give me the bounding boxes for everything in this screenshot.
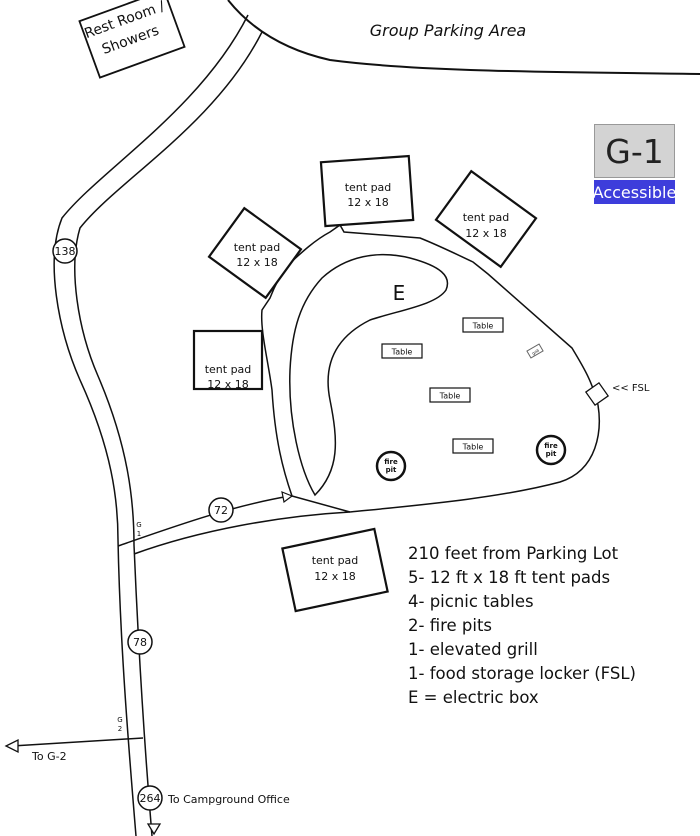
tent-pad-5-label: tent pad [312,554,359,567]
marker-72: 72 [208,497,234,523]
arrow-to-g2 [4,738,19,754]
main-trail-left-edge [53,14,249,836]
grill: grill [526,343,544,359]
svg-text:264: 264 [140,792,161,805]
tent-pad-2 [319,154,415,228]
table-4: Table [452,438,494,454]
site-id-badge: G-1 [594,124,675,178]
tent-pad-4-size: 12 x 18 [207,378,249,391]
legend-item: 1- food storage locker (FSL) [408,664,636,683]
svg-text:72: 72 [214,504,228,517]
food-storage-locker [584,381,610,407]
spur-arrow [281,491,294,504]
tent-pad-3-size: 12 x 18 [465,227,507,240]
spur-trail-bottom [133,511,351,555]
marker-264: 264 [137,785,163,811]
svg-text:pit: pit [546,450,557,458]
trail-to-g2 [11,737,144,747]
svg-text:pit: pit [386,466,397,474]
electric-box-label: E [393,281,406,305]
svg-text:grill: grill [531,348,540,356]
arrow-to-office [146,823,162,836]
spur-trail-top [117,495,291,547]
site-legend: 210 feet from Parking Lot 5- 12 ft x 18 … [408,542,636,710]
svg-text:Table: Table [462,443,484,452]
road-to-parking [227,0,700,75]
tent-pad-2-size: 12 x 18 [347,196,389,209]
restroom-building [78,0,186,79]
tent-pad-5-size: 12 x 18 [314,570,356,583]
fire-pit-1: fire pit [375,450,407,482]
tent-pad-4 [192,329,264,391]
to-g2-label: To G-2 [31,750,67,763]
svg-text:Table: Table [391,348,413,357]
trail-label-g1-a: G [136,521,141,529]
trail-label-g2-b: 2 [118,725,122,733]
tent-pad-1 [207,206,303,300]
tent-pad-1-size: 12 x 18 [236,256,278,269]
tent-pad-5 [281,527,389,613]
campsite-inner-loop [289,253,449,497]
main-trail-right-edge [74,31,263,836]
tent-pad-2-label: tent pad [345,181,392,194]
tent-pad-1-label: tent pad [234,241,281,254]
group-parking-label: Group Parking Area [370,21,526,40]
legend-item: 1- elevated grill [408,640,538,659]
table-1: Table [462,317,504,333]
legend-item: 4- picnic tables [408,592,534,611]
legend-item: 5- 12 ft x 18 ft tent pads [408,568,611,587]
trail-label-g2-a: G [117,716,122,724]
fsl-label: << FSL [612,383,650,394]
legend-item: E = electric box [408,688,539,707]
tent-pad-3-label: tent pad [463,211,510,224]
svg-text:78: 78 [133,636,147,649]
to-office-label: To Campground Office [167,793,290,806]
marker-78: 78 [127,629,153,655]
table-2: Table [381,343,423,359]
svg-text:138: 138 [55,245,76,258]
table-3: Table [429,387,471,403]
svg-text:Table: Table [472,322,494,331]
accessible-badge: Accessible [593,180,676,204]
fire-pit-2: fire pit [535,434,567,466]
campsite-boundary [260,223,600,513]
marker-138: 138 [52,238,78,264]
svg-text:fire: fire [384,458,398,466]
legend-item: 210 feet from Parking Lot [408,544,619,563]
tent-pad-4-label: tent pad [205,363,252,376]
svg-text:Table: Table [439,392,461,401]
trail-label-g1-b: 1 [137,530,141,538]
legend-item: 2- fire pits [408,616,493,635]
tent-pad-3 [434,169,538,269]
svg-text:fire: fire [544,442,558,450]
